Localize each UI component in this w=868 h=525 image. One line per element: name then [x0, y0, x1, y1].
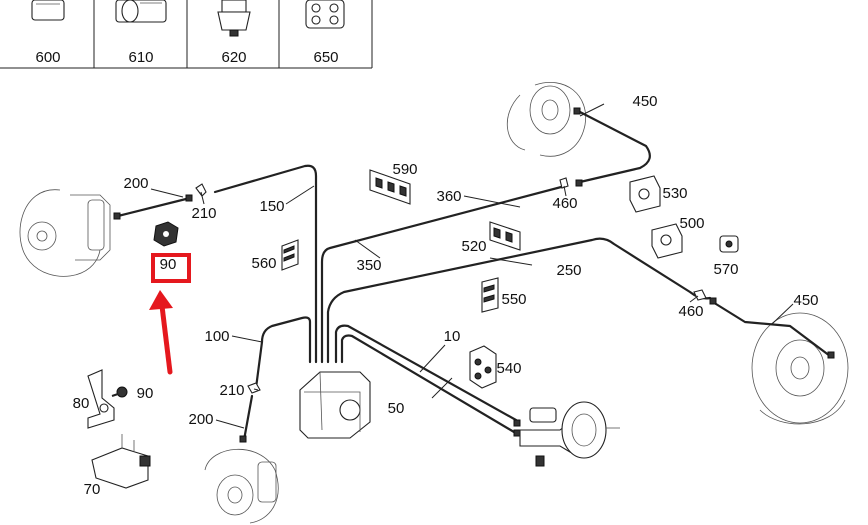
highlight-box — [151, 253, 191, 283]
callout-360[interactable]: 360 — [436, 188, 461, 205]
part-560-pipe-clip[interactable] — [281, 239, 299, 271]
callout-460-top[interactable]: 460 — [552, 195, 577, 212]
callout-450-bottom[interactable]: 450 — [793, 292, 818, 309]
callout-labels: 450 590 360 460 530 200 210 150 90 560 3… — [73, 93, 819, 498]
callout-460-bottom[interactable]: 460 — [678, 303, 703, 320]
brake-master-cylinder[interactable] — [519, 401, 620, 467]
brake-pipes — [116, 110, 832, 442]
callout-520[interactable]: 520 — [461, 238, 486, 255]
pipe-clip-460-bottom[interactable] — [693, 289, 707, 301]
thumbnail-strip: 600 610 620 — [0, 0, 373, 69]
pipe-200-bottom[interactable] — [242, 394, 254, 442]
part-500-bracket[interactable] — [651, 223, 683, 259]
pipe-150[interactable] — [213, 164, 318, 364]
thumb-650-label: 650 — [313, 49, 338, 66]
part-90-bolt[interactable] — [111, 386, 128, 398]
part-530-bracket[interactable] — [629, 175, 661, 213]
pipe-100[interactable] — [254, 316, 312, 390]
callout-200-bottom[interactable]: 200 — [188, 411, 213, 428]
part-90-clip-holder[interactable] — [153, 221, 179, 247]
callout-50[interactable]: 50 — [388, 400, 405, 417]
clip-block-icon — [305, 0, 345, 29]
highlight-arrow-icon — [149, 290, 173, 375]
pipe-450-bottom[interactable] — [714, 302, 832, 358]
callout-250[interactable]: 250 — [556, 262, 581, 279]
thumb-600[interactable]: 600 — [31, 0, 65, 66]
part-80-bracket[interactable] — [87, 369, 115, 429]
pipe-50[interactable] — [340, 334, 516, 434]
rear-right-brake-disc[interactable] — [751, 312, 849, 425]
part-550-clip[interactable] — [481, 277, 499, 313]
pipe-200-left[interactable] — [116, 196, 192, 218]
thumb-610[interactable]: 610 — [115, 0, 167, 66]
part-70-bracket[interactable] — [91, 434, 151, 489]
callout-570[interactable]: 570 — [713, 261, 738, 278]
pipe-clip-460-top[interactable] — [559, 177, 569, 189]
abs-hydraulic-unit[interactable] — [299, 371, 371, 439]
thumb-610-label: 610 — [128, 49, 153, 66]
callout-530[interactable]: 530 — [662, 185, 687, 202]
pipe-fitting-icon — [115, 0, 167, 23]
front-brake-disc-bottom[interactable] — [204, 448, 279, 524]
callout-590[interactable]: 590 — [392, 161, 417, 178]
thumb-650[interactable]: 650 — [305, 0, 345, 66]
callout-150[interactable]: 150 — [259, 198, 284, 215]
part-570-grommet[interactable] — [719, 235, 739, 253]
pipe-360-350[interactable] — [320, 184, 567, 364]
callout-10[interactable]: 10 — [444, 328, 461, 345]
callout-70[interactable]: 70 — [84, 481, 101, 498]
thumb-620-label: 620 — [221, 49, 246, 66]
short-pipe-icon — [31, 0, 65, 21]
rear-right-brake-disc-top[interactable] — [506, 82, 587, 157]
part-540-clip-holder[interactable] — [469, 345, 497, 389]
callout-500[interactable]: 500 — [679, 215, 704, 232]
pipe-10[interactable] — [334, 324, 518, 422]
callout-550[interactable]: 550 — [501, 291, 526, 308]
highlight-annotation — [149, 253, 191, 375]
front-left-brake-disc[interactable] — [19, 189, 111, 277]
callout-200-top[interactable]: 200 — [123, 175, 148, 192]
leader-lines — [150, 103, 794, 429]
pipe-450-top[interactable] — [578, 110, 651, 184]
callout-210-top[interactable]: 210 — [191, 205, 216, 222]
callout-90-bolt[interactable]: 90 — [137, 385, 154, 402]
callout-540[interactable]: 540 — [496, 360, 521, 377]
callout-90-clip[interactable]: 90 — [160, 256, 177, 273]
callout-450-top[interactable]: 450 — [632, 93, 657, 110]
thumb-620[interactable]: 620 — [217, 0, 251, 66]
pipe-clip-210-bottom[interactable] — [247, 382, 261, 394]
pipe-fittings — [113, 107, 835, 443]
valve-icon — [217, 0, 251, 37]
callout-350[interactable]: 350 — [356, 257, 381, 274]
thumb-600-label: 600 — [35, 49, 60, 66]
pipe-clip-210-top[interactable] — [195, 183, 207, 197]
callout-210-bottom[interactable]: 210 — [219, 382, 244, 399]
callout-560[interactable]: 560 — [251, 255, 276, 272]
callout-100[interactable]: 100 — [204, 328, 229, 345]
part-520-clip-holder[interactable] — [489, 221, 521, 251]
part-590-clip-holder[interactable] — [369, 169, 411, 205]
callout-80[interactable]: 80 — [73, 395, 90, 412]
